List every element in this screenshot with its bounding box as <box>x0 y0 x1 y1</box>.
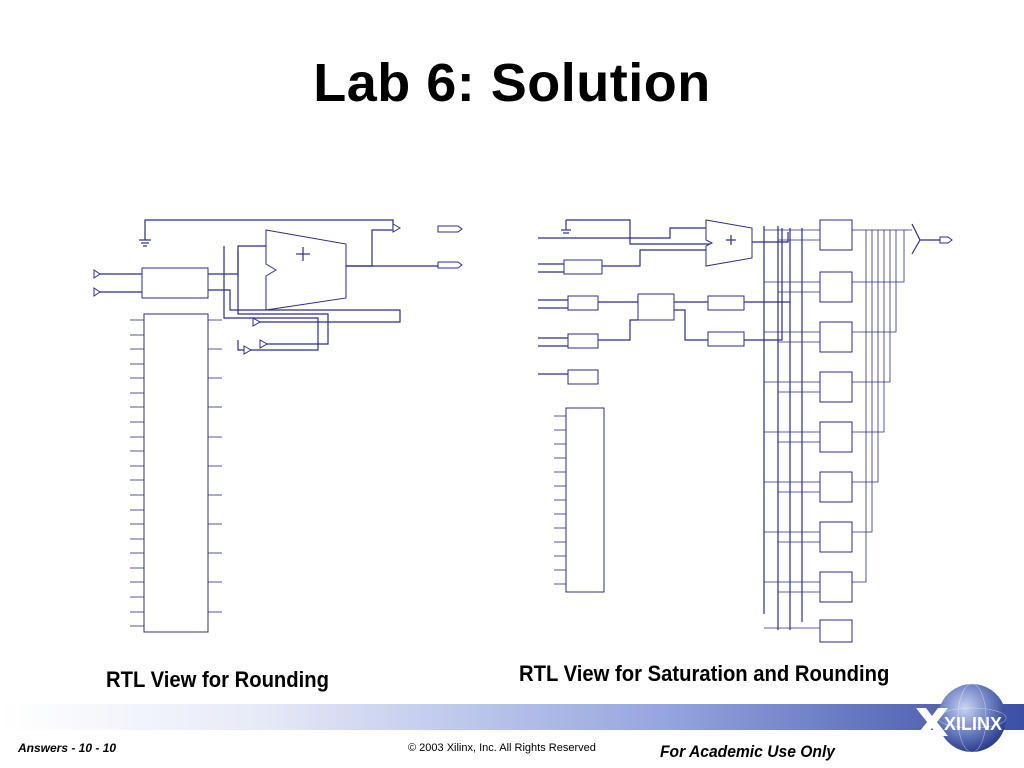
logo-text: XILINX <box>944 714 1002 734</box>
xilinx-logo: XILINX <box>916 683 1007 753</box>
slide-title: Lab 6: Solution <box>313 53 711 113</box>
footer-copyright: © 2003 Xilinx, Inc. All Rights Reserved <box>408 742 596 754</box>
bus-split-block <box>143 313 209 633</box>
mux-column <box>764 219 853 643</box>
footer-gradient-bar <box>0 704 1024 730</box>
footer-page-label: Answers - 10 - 10 <box>18 741 117 755</box>
bus-split-pins <box>130 319 222 627</box>
caption-rtl-saturation-rounding: RTL View for Saturation and Rounding <box>519 661 890 686</box>
ground-symbol <box>139 230 151 247</box>
rtl-rounding-schematic <box>93 219 463 633</box>
adder-block <box>705 219 753 267</box>
adder-block <box>265 229 347 311</box>
footer-academic-notice: For Academic Use Only <box>660 742 836 761</box>
globe-icon <box>938 684 1006 752</box>
bus-split-block <box>565 407 605 593</box>
xilinx-mark-icon <box>916 708 948 736</box>
rtl-saturation-rounding-schematic <box>538 219 953 643</box>
caption-rtl-rounding: RTL View for Rounding <box>106 667 330 692</box>
const-block <box>141 267 209 299</box>
